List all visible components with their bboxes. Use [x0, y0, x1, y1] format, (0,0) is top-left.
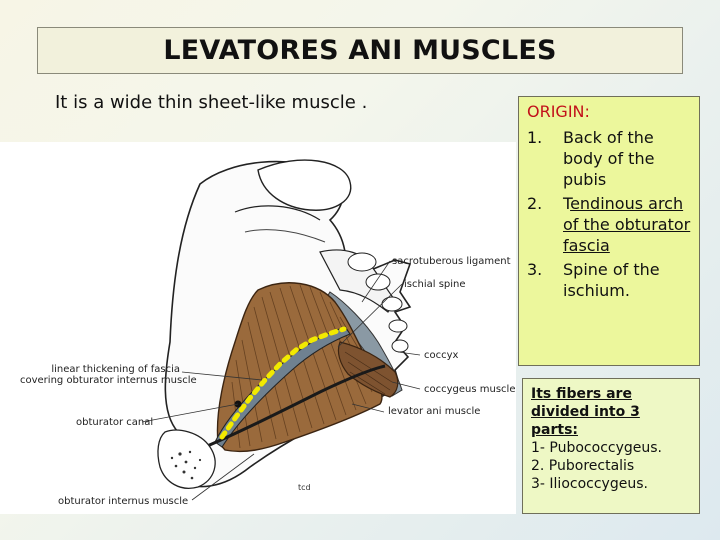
fibers-title: Its fibers are divided into 3 parts: — [531, 386, 640, 438]
label-fascia-line2: covering obturator internus muscle — [20, 375, 197, 386]
coccygeus-muscle — [337, 341, 399, 398]
label-coccyx: coccyx — [424, 350, 459, 361]
label-obturator-canal: obturator canal — [76, 417, 154, 428]
fibers-box: Its fibers are divided into 3 parts: 1- … — [522, 378, 700, 514]
origin-item: 2. Tendinous arch of the obturator fasci… — [527, 193, 691, 256]
origin-item-prefix: T — [563, 194, 571, 213]
svg-text:tcd: tcd — [298, 483, 311, 492]
origin-list: 1. Back of the body of the pubis 2. Tend… — [527, 127, 691, 301]
tendinous-arch-dots — [219, 326, 347, 440]
origin-item: 1. Back of the body of the pubis — [527, 127, 691, 190]
origin-item-underlined: endinous arch of the obturator fascia — [563, 194, 691, 255]
slide-subtitle: It is a wide thin sheet-like muscle . — [55, 92, 368, 113]
label-obturator-internus: obturator internus muscle — [58, 496, 189, 507]
label-sacrotuberous-ligament: sacrotuberous ligament — [392, 256, 511, 267]
pubic-body — [157, 429, 216, 489]
label-coccygeus-muscle: coccygeus muscle — [424, 384, 516, 395]
fibers-item: 1- Pubococcygeus. — [531, 440, 662, 456]
origin-title: ORIGIN: — [527, 102, 590, 121]
origin-item-text: Spine of the ischium. — [563, 260, 660, 300]
label-levator-ani-muscle: levator ani muscle — [388, 406, 481, 417]
title-box: LEVATORES ANI MUSCLES — [37, 27, 683, 74]
ilium-crest — [257, 159, 352, 211]
leader-lines — [141, 260, 421, 501]
slide-title: LEVATORES ANI MUSCLES — [163, 35, 557, 66]
label-linear-thickening: linear thickening of fascia covering obt… — [20, 364, 197, 386]
fibers-item: 2. Puborectalis — [531, 458, 635, 474]
symphysis-texture — [170, 450, 202, 480]
fibers-item: 3- Iliococcygeus. — [531, 476, 648, 492]
origin-item: 3. Spine of the ischium. — [527, 259, 691, 301]
origin-item-number: 1. — [527, 128, 543, 147]
pelvis-illustration: tcd — [141, 159, 421, 501]
origin-item-number: 3. — [527, 260, 543, 279]
origin-item-text: Tendinous arch of the obturator fascia — [563, 193, 691, 256]
sacrum — [319, 249, 396, 313]
origin-item-text: Back of the body of the pubis — [563, 128, 655, 189]
label-ischial-spine: ischial spine — [404, 279, 466, 290]
origin-item-number: 2. — [527, 194, 543, 213]
origin-box: ORIGIN: 1. Back of the body of the pubis… — [518, 96, 700, 366]
anatomy-figure: tcd sacrotuberous ligament ischial spine… — [0, 142, 516, 514]
label-fascia-line1: linear thickening of fascia — [51, 364, 180, 375]
